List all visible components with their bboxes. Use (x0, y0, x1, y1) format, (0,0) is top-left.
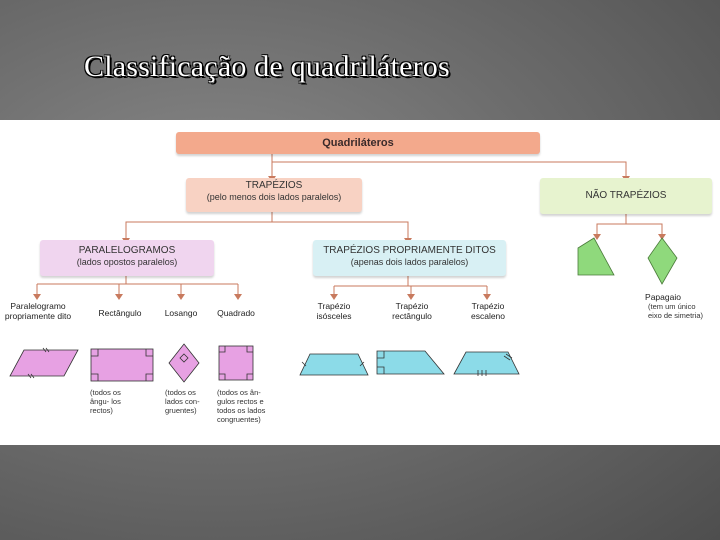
slide-title: Classificação de quadriláteros (84, 50, 450, 83)
quadrado-shape (218, 345, 254, 381)
paralelogramo-shape (9, 347, 79, 379)
note-rectangulo: (todos os ângu- los rectos) (90, 388, 121, 415)
node-paralelogramos: PARALELOGRAMOS (lados opostos paralelos) (40, 240, 214, 276)
node-quadrilateros: Quadriláteros (176, 132, 540, 154)
leaf-rectangulo: Rectângulo (98, 308, 142, 318)
leaf-paralelogramo: Paralelogramo propriamente dito (4, 301, 72, 321)
leaf-trapezio-isosceles: Trapézio isósceles (316, 301, 352, 321)
connector-trapezios-left (125, 210, 273, 240)
papagaio-shape (647, 237, 678, 285)
nao-trapezio-shape (577, 237, 615, 276)
node-trapezios: TRAPÉZIOS (pelo menos dois lados paralel… (186, 178, 362, 212)
connector-root (271, 154, 627, 178)
node-nao-trapezios: NÃO TRAPÉZIOS (540, 178, 712, 214)
rectangulo-shape (90, 348, 154, 382)
losango-shape (168, 343, 200, 383)
connector-paral-leaves (36, 284, 239, 296)
note-quadrado: (todos os ân- gulos rectos e todos os la… (217, 388, 266, 424)
trap-escaleno-shape (453, 351, 520, 376)
leaf-trapezio-escaleno: Trapézio escaleno (470, 301, 506, 321)
node-trapezios-propriamente-ditos: TRAPÉZIOS PROPRIAMENTE DITOS (apenas doi… (313, 240, 506, 276)
diagram-canvas (9, 154, 678, 383)
diagram-panel: Quadriláteros TRAPÉZIOS (pelo menos dois… (0, 120, 720, 445)
note-papagaio: (tem um único eixo de simetria) (648, 302, 704, 320)
leaf-trapezio-rectangulo: Trapézio rectângulo (392, 301, 432, 321)
trap-isosceles-shape (299, 353, 369, 376)
trap-rectangulo-shape (376, 350, 445, 375)
leaf-losango: Losango (164, 308, 198, 318)
connector-lines (36, 154, 663, 296)
connector-trapezios-right (272, 221, 409, 240)
connector-nao-trap (596, 214, 663, 236)
note-losango: (todos os lados con- gruentes) (165, 388, 200, 415)
leaf-papagaio: Papagaio (645, 292, 681, 302)
leaf-quadrado: Quadrado (217, 308, 255, 318)
